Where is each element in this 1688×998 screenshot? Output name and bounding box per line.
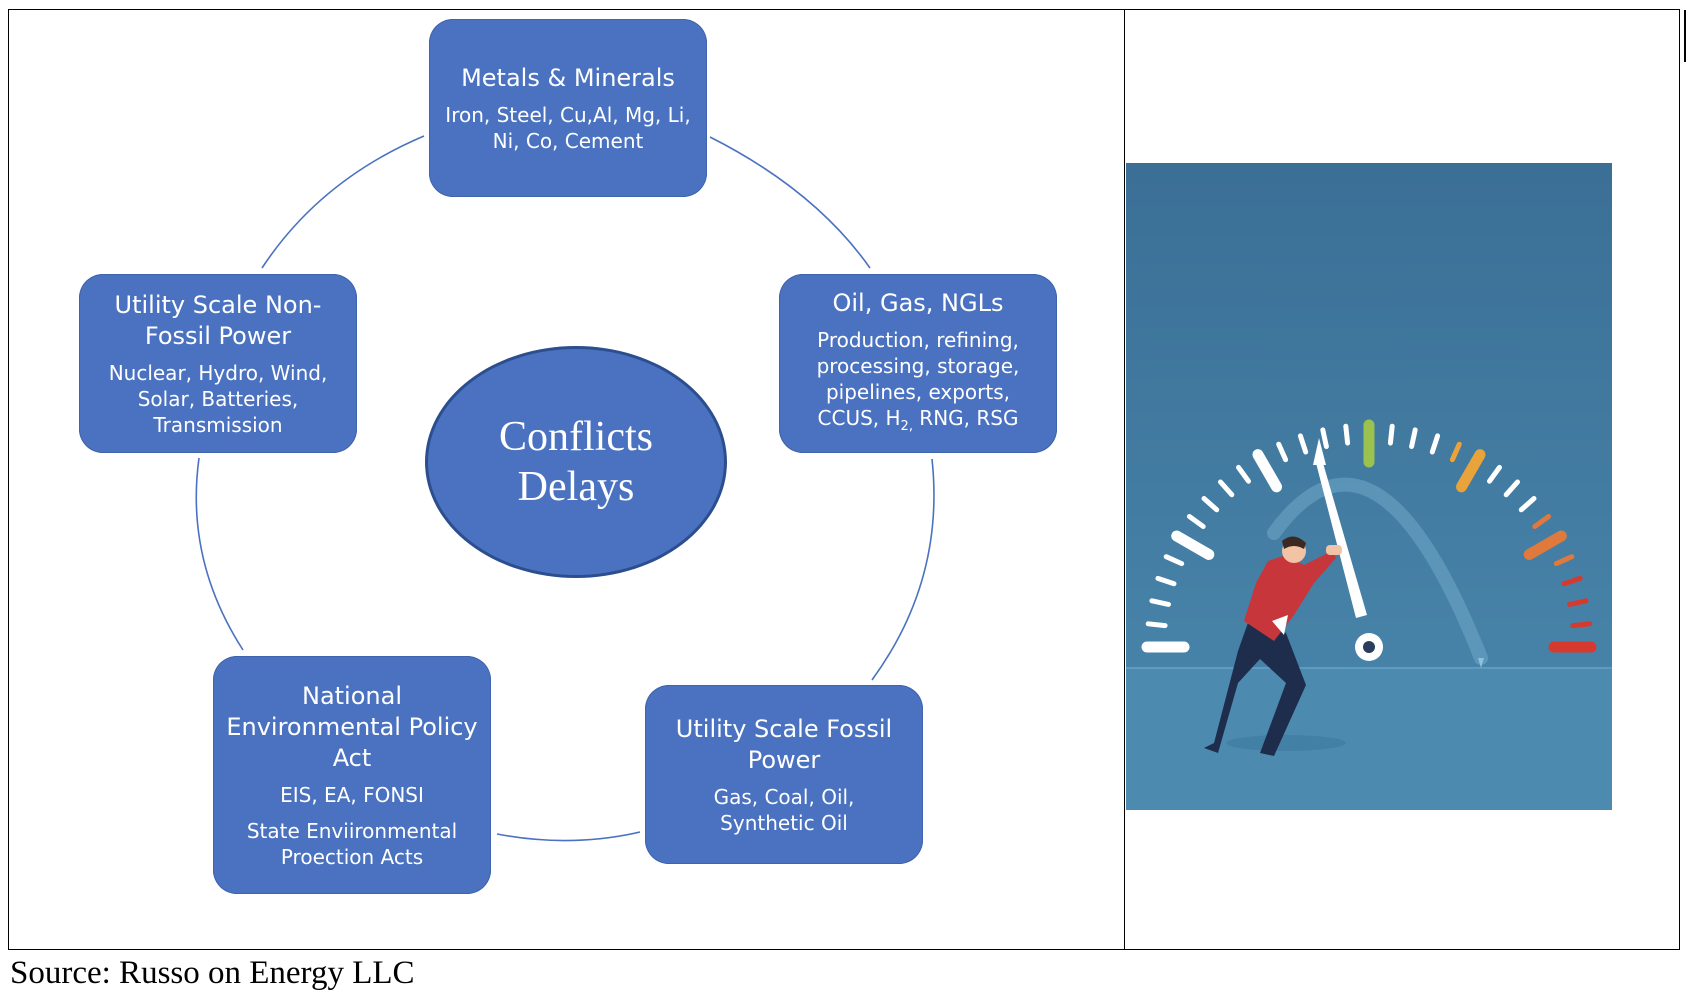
connector-metals-oil [709,136,871,269]
node-oil-gas-subtitle-a: Production, refining, processing, storag… [816,327,1020,430]
connector-oil-fossil [871,458,935,681]
node-non-fossil-subtitle: Nuclear, Hydro, Wind, Solar, Batteries, … [108,360,328,437]
node-fossil-title: Utility Scale Fossil Power [675,714,893,774]
node-nepa-title: National Environmental Policy Act [226,681,478,772]
source-caption: Source: Russo on Energy LLC [10,955,415,991]
gauge-tick [1155,575,1177,587]
needle-arrow-head [1313,438,1326,465]
node-oil-gas: Oil, Gas, NGLs Production, refining, pro… [779,274,1057,453]
gauge-tick [1503,479,1520,498]
gauge-tick [1429,433,1441,455]
connector-nepa-nonfossil [195,457,244,651]
scroll-indicator [1684,10,1686,62]
gauge-tick [1218,479,1235,498]
gauge-tick [1567,598,1589,607]
node-metals-title: Metals & Minerals [461,63,675,92]
node-nepa-subtitle: EIS, EA, FONSI [280,782,424,807]
cycle-connector [195,135,935,842]
frame-divider [1124,9,1125,950]
gauge-tick [1553,554,1575,567]
node-oil-gas-subtitle-b: RNG, RSG [912,405,1019,430]
node-utility-non-fossil: Utility Scale Non- Fossil Power Nuclear,… [79,274,357,453]
node-metals-subtitle: Iron, Steel, Cu,Al, Mg, Li, Ni, Co, Ceme… [445,102,691,153]
gauge-tick [1409,427,1418,449]
gauge-tick [1276,441,1289,463]
gauge-tick [1449,441,1462,463]
needle-hub-center [1363,641,1375,653]
gauge-tick [1320,427,1329,449]
speedometer-person-pushing-needle-icon [1126,163,1612,810]
gauge-tick [1456,449,1486,493]
center-ellipse: Conflicts Delays [425,346,727,578]
gauge-tick [1163,554,1185,567]
gauge-tick [1343,423,1351,446]
gauge-tick [1236,464,1251,484]
gauge-tick [1171,530,1215,560]
connector-fossil-nepa [496,831,641,842]
center-line-1: Conflicts [499,414,653,460]
gauge-tick [1297,433,1309,455]
gauge-tick [1387,423,1395,446]
needle-shaft [1316,463,1367,618]
person-pushing [1204,536,1342,756]
node-utility-fossil: Utility Scale Fossil Power Gas, Coal, Oi… [645,685,923,864]
center-line-2: Delays [517,464,635,510]
needle-trail-arc [1267,477,1488,665]
gauge-ticks [1141,419,1597,653]
gauge-tick [1487,464,1502,484]
node-non-fossil-title: Utility Scale Non- Fossil Power [114,290,322,350]
content-frame [8,9,1680,950]
node-oil-gas-subscript: 2, [900,418,913,434]
gauge-tick [1252,449,1282,493]
gauge-tick [1201,496,1220,513]
gauge-tick [1523,530,1567,560]
gauge-tick [1570,621,1593,629]
gauge-tick [1186,514,1206,529]
illustration-floor [1126,668,1612,810]
speedometer-illustration [1126,163,1612,810]
node-metals-minerals: Metals & Minerals Iron, Steel, Cu,Al, Mg… [429,19,707,197]
person-shadow [1226,735,1346,751]
trail-arrow-head [1478,658,1484,668]
node-nepa-subtitle-2: State Enviironmental Proection Acts [246,818,458,869]
node-fossil-subtitle: Gas, Coal, Oil, Synthetic Oil [713,784,855,835]
gauge-tick [1145,621,1168,629]
gauge-tick [1532,514,1552,529]
node-oil-gas-subtitle: Production, refining, processing, storag… [817,327,1020,440]
node-nepa: National Environmental Policy Act EIS, E… [213,656,491,894]
gauge-tick [1149,598,1171,607]
connector-nonfossil-metals [261,135,425,269]
gauge-tick [1518,496,1537,513]
cycle-diagram: Metals & Minerals Iron, Steel, Cu,Al, Mg… [79,19,1057,894]
gauge-tick [1561,575,1583,587]
node-oil-gas-title: Oil, Gas, NGLs [832,288,1004,317]
